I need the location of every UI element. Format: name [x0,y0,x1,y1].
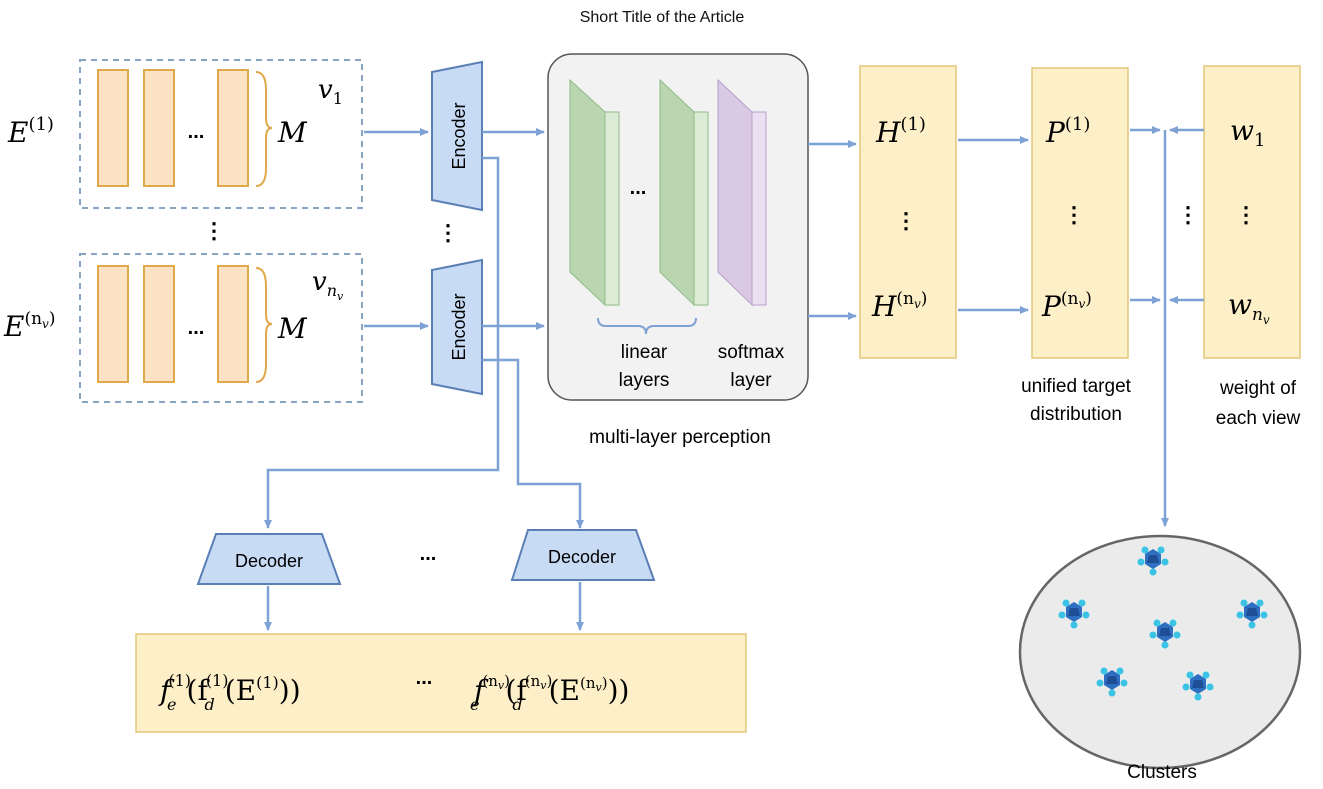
softmax-label: layer [730,370,772,391]
encoder-label: Encoder [449,293,469,360]
feature-bar [143,69,175,187]
p-caption: unified target [1021,376,1132,397]
w-box: w1 ⋮ wnv [1203,65,1301,359]
clusters-caption: Clusters [1127,762,1197,783]
view-1-box [79,59,363,209]
linear-layer [693,111,709,306]
recon-ellipsis: ... [416,667,433,689]
mlp-caption: multi-layer perception [589,427,771,448]
brace-icon [597,317,697,335]
p-caption: distribution [1030,404,1122,425]
recon-right-formula: f(nv)e(f(nv)d(E(nv))) [470,672,629,714]
p-bottom-label: P(nv) [1041,289,1092,323]
decoder-1: Decoder [196,533,342,585]
decoder-label: Decoder [235,551,303,571]
arrow [482,358,584,529]
decoder-nv: Decoder [510,529,656,581]
w-bottom-label: wnv [1228,288,1270,327]
view-nv-box [79,253,363,403]
softmax-label: softmax [718,342,785,363]
decoder-gap: ... [420,543,437,565]
view-label: v1 [318,75,343,108]
feature-ellipsis: ... [188,317,205,339]
feature-bar [97,265,129,383]
p-dots: ⋮ [1063,202,1085,227]
p-top-label: P(1) [1045,114,1090,149]
linear-layer [604,111,620,306]
feature-ellipsis: ... [188,121,205,143]
brace-icon [255,267,273,383]
dimension-label: M [277,116,308,149]
page-title: Short Title of the Article [580,9,745,26]
brace-icon [255,71,273,187]
softmax-layer [751,111,767,306]
input-label: E(nv) [3,309,55,343]
dimension-label: M [277,312,308,345]
encoder-gap-dots: ⋮ [437,220,459,245]
w-caption: each view [1216,408,1301,429]
w-dots: ⋮ [1235,202,1257,227]
encoder-label: Encoder [449,102,469,169]
decoder-label: Decoder [548,547,616,567]
feature-bar [97,69,129,187]
view-label: vnv [312,267,344,303]
feature-bar [143,265,175,383]
h-dots: ⋮ [895,208,917,233]
encoder-nv: Encoder [431,258,483,396]
encoder-1: Encoder [431,60,483,212]
arrow [264,156,500,529]
linear-label: linear [621,342,668,363]
merge-dots: ⋮ [1177,202,1199,227]
linear-label: layers [619,370,670,391]
feature-bar [217,69,249,187]
mlp-block: ... linear layers softmax layer [547,53,809,401]
feature-bar [217,265,249,383]
linear-layer [569,78,606,307]
reconstruction-box: f(1)e(f(1)d(E(1))) ... f(nv)e(f(nv)d(E(n… [135,633,747,733]
h-bottom-label: H(nv) [871,289,927,323]
linear-ellipsis: ... [630,177,647,199]
input-label: E(1) [7,114,54,149]
h-top-label: H(1) [875,114,926,149]
w-caption: weight of [1219,378,1297,399]
recon-left-formula: f(1)e(f(1)d(E(1))) [158,671,301,714]
view-nv-group: ... M vnv E(nv) [3,253,363,403]
linear-layer [659,78,695,307]
view-1-group: ... M v1 E(1) [7,59,363,209]
w-top-label: w1 [1230,114,1265,151]
h-box: H(1) ⋮ H(nv) [859,65,957,359]
view-gap-dots: ⋮ [203,218,225,243]
softmax-layer [717,78,753,307]
p-box: P(1) ⋮ P(nv) [1031,67,1129,359]
clusters-ellipse [1018,534,1302,770]
